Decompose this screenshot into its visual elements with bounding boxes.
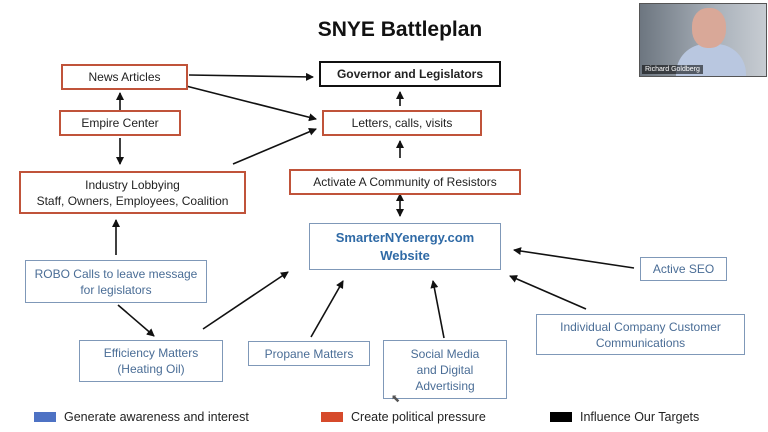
arrow-company-to-website — [509, 275, 587, 310]
legend-label-awareness: Generate awareness and interest — [64, 410, 249, 424]
news-articles-label: News Articles — [88, 70, 161, 84]
letters-box: Letters, calls, visits — [322, 110, 482, 136]
arrow-news-to-governor — [188, 72, 314, 81]
website-line2: Website — [380, 247, 430, 263]
efficiency-line2: (Heating Oil) — [117, 362, 185, 376]
governor-label: Governor and Legislators — [336, 67, 484, 81]
legend-swatch-pressure — [321, 412, 343, 422]
participant-video-thumbnail[interactable]: Richard Goldberg — [639, 3, 767, 77]
legend-item-pressure: Create political pressure — [321, 409, 486, 425]
arrow-robo-to-efficiency — [117, 304, 155, 337]
website-line1: SmarterNYenergy.com — [335, 229, 475, 245]
robo-calls-line2: for legislators — [80, 282, 152, 297]
empire-center-box: Empire Center — [59, 110, 181, 136]
active-seo-box: Active SEO — [640, 257, 727, 281]
legend-swatch-awareness — [34, 412, 56, 422]
company-communications-box: Individual Company Customer Communicatio… — [536, 314, 745, 355]
news-articles-box: News Articles — [61, 64, 188, 90]
legend-swatch-influence — [550, 412, 572, 422]
social-media-line1: Social Media — [410, 346, 480, 361]
robo-calls-box: ROBO Calls to leave message for legislat… — [25, 260, 207, 303]
company-communications-line2: Communications — [595, 335, 686, 350]
mouse-cursor-icon: ⬉ — [391, 393, 401, 405]
legend-label-influence: Influence Our Targets — [580, 410, 700, 424]
legend-item-awareness: Generate awareness and interest — [34, 409, 249, 425]
social-media-box: Social Media and Digital Advertising — [383, 340, 507, 399]
social-media-line2: and Digital — [416, 362, 474, 377]
legend-item-influence: Influence Our Targets — [550, 409, 699, 425]
participant-name-label: Richard Goldberg — [642, 65, 703, 74]
arrow-propane-to-website — [310, 280, 344, 338]
arrow-news-to-letters — [185, 85, 317, 122]
propane-matters-box: Propane Matters — [248, 341, 370, 366]
website-box: SmarterNYenergy.com Website — [309, 223, 501, 270]
industry-lobbying-line2: Staff, Owners, Employees, Coalition — [36, 193, 229, 208]
community-box: Activate A Community of Resistors — [289, 169, 521, 195]
arrow-social-to-website — [430, 280, 445, 339]
participant-head — [692, 8, 726, 48]
arrow-efficiency-to-website — [202, 271, 289, 330]
industry-lobbying-box: Industry Lobbying Staff, Owners, Employe… — [19, 171, 246, 214]
arrow-lobbying-to-letters — [232, 128, 317, 165]
social-media-line3: Advertising — [415, 378, 475, 393]
slide-title: SNYE Battleplan — [317, 18, 483, 41]
propane-matters-label: Propane Matters — [264, 346, 354, 361]
company-communications-line1: Individual Company Customer — [560, 319, 721, 334]
arrow-seo-to-website — [513, 247, 635, 269]
efficiency-matters-box: Efficiency Matters (Heating Oil) — [79, 340, 223, 382]
legend-label-pressure: Create political pressure — [351, 410, 486, 424]
community-label: Activate A Community of Resistors — [313, 175, 497, 189]
letters-label: Letters, calls, visits — [351, 116, 453, 130]
robo-calls-line1: ROBO Calls to leave message — [34, 266, 198, 281]
active-seo-label: Active SEO — [652, 262, 715, 276]
empire-center-label: Empire Center — [81, 116, 159, 130]
efficiency-line1: Efficiency Matters — [103, 346, 199, 360]
industry-lobbying-line1: Industry Lobbying — [85, 177, 180, 192]
governor-box: Governor and Legislators — [319, 61, 501, 87]
